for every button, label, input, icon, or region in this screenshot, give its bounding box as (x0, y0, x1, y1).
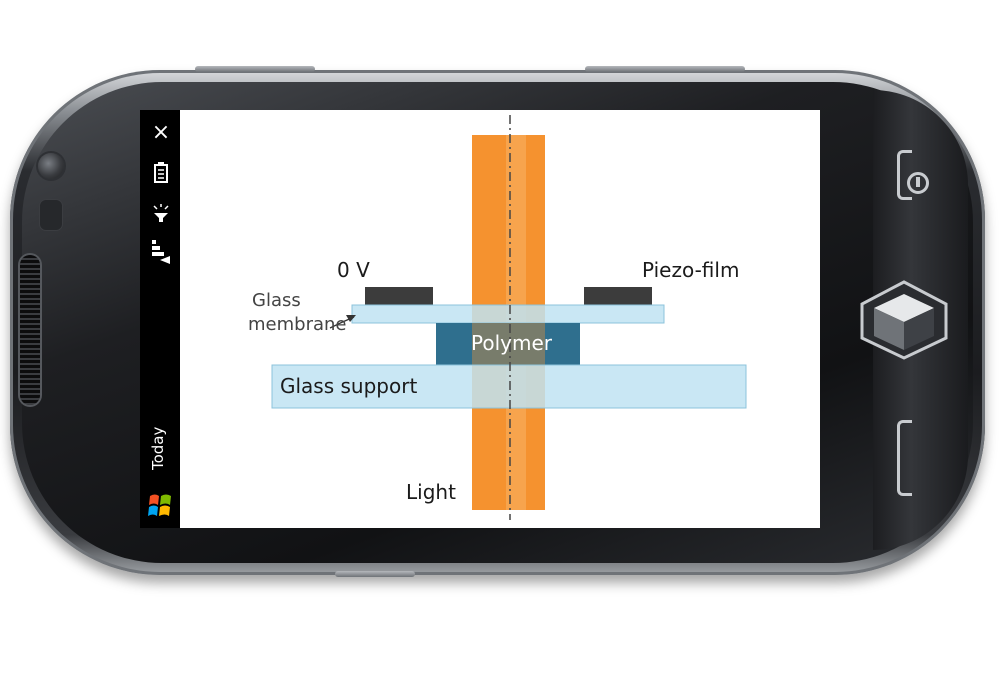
glass-support (271, 364, 747, 409)
label-zero-volts: 0 V (337, 258, 370, 282)
volume-icon[interactable] (150, 202, 172, 224)
label-glass-membrane-line1: Glass (252, 290, 301, 311)
windows-start-icon[interactable] (146, 490, 174, 522)
signal-icon[interactable] (150, 238, 172, 264)
power-key[interactable] (907, 172, 929, 194)
proximity-sensor (40, 200, 62, 230)
label-piezo-film: Piezo-film (642, 258, 740, 282)
diagram-area: 0 V Piezo-film Glass membrane Polymer Gl… (180, 110, 820, 528)
call-key-top[interactable] (897, 150, 912, 200)
phone-screen: × Today (140, 110, 820, 528)
bottom-side-button[interactable] (335, 571, 415, 577)
glass-membrane (351, 304, 665, 324)
front-camera (38, 153, 64, 179)
label-glass-support: Glass support (280, 374, 418, 398)
label-light: Light (406, 480, 456, 504)
polymer-beam-overlap (472, 323, 545, 365)
close-icon[interactable]: × (151, 120, 171, 145)
electrode-left (365, 287, 433, 305)
today-label[interactable]: Today (149, 426, 167, 470)
navigation-cube-key[interactable] (858, 280, 950, 360)
piezo-lens-diagram (271, 115, 747, 520)
top-side-button-right[interactable] (585, 66, 745, 72)
glass-membrane-arrowhead (346, 315, 356, 322)
speaker-grille (20, 255, 40, 405)
electrode-right (584, 287, 652, 305)
windows-mobile-taskbar: × Today (140, 110, 180, 528)
battery-icon[interactable] (150, 162, 172, 184)
label-polymer: Polymer (471, 331, 552, 355)
top-side-button-left[interactable] (195, 66, 315, 72)
label-glass-membrane-line2: membrane (248, 314, 347, 335)
call-key-bottom[interactable] (897, 420, 912, 496)
